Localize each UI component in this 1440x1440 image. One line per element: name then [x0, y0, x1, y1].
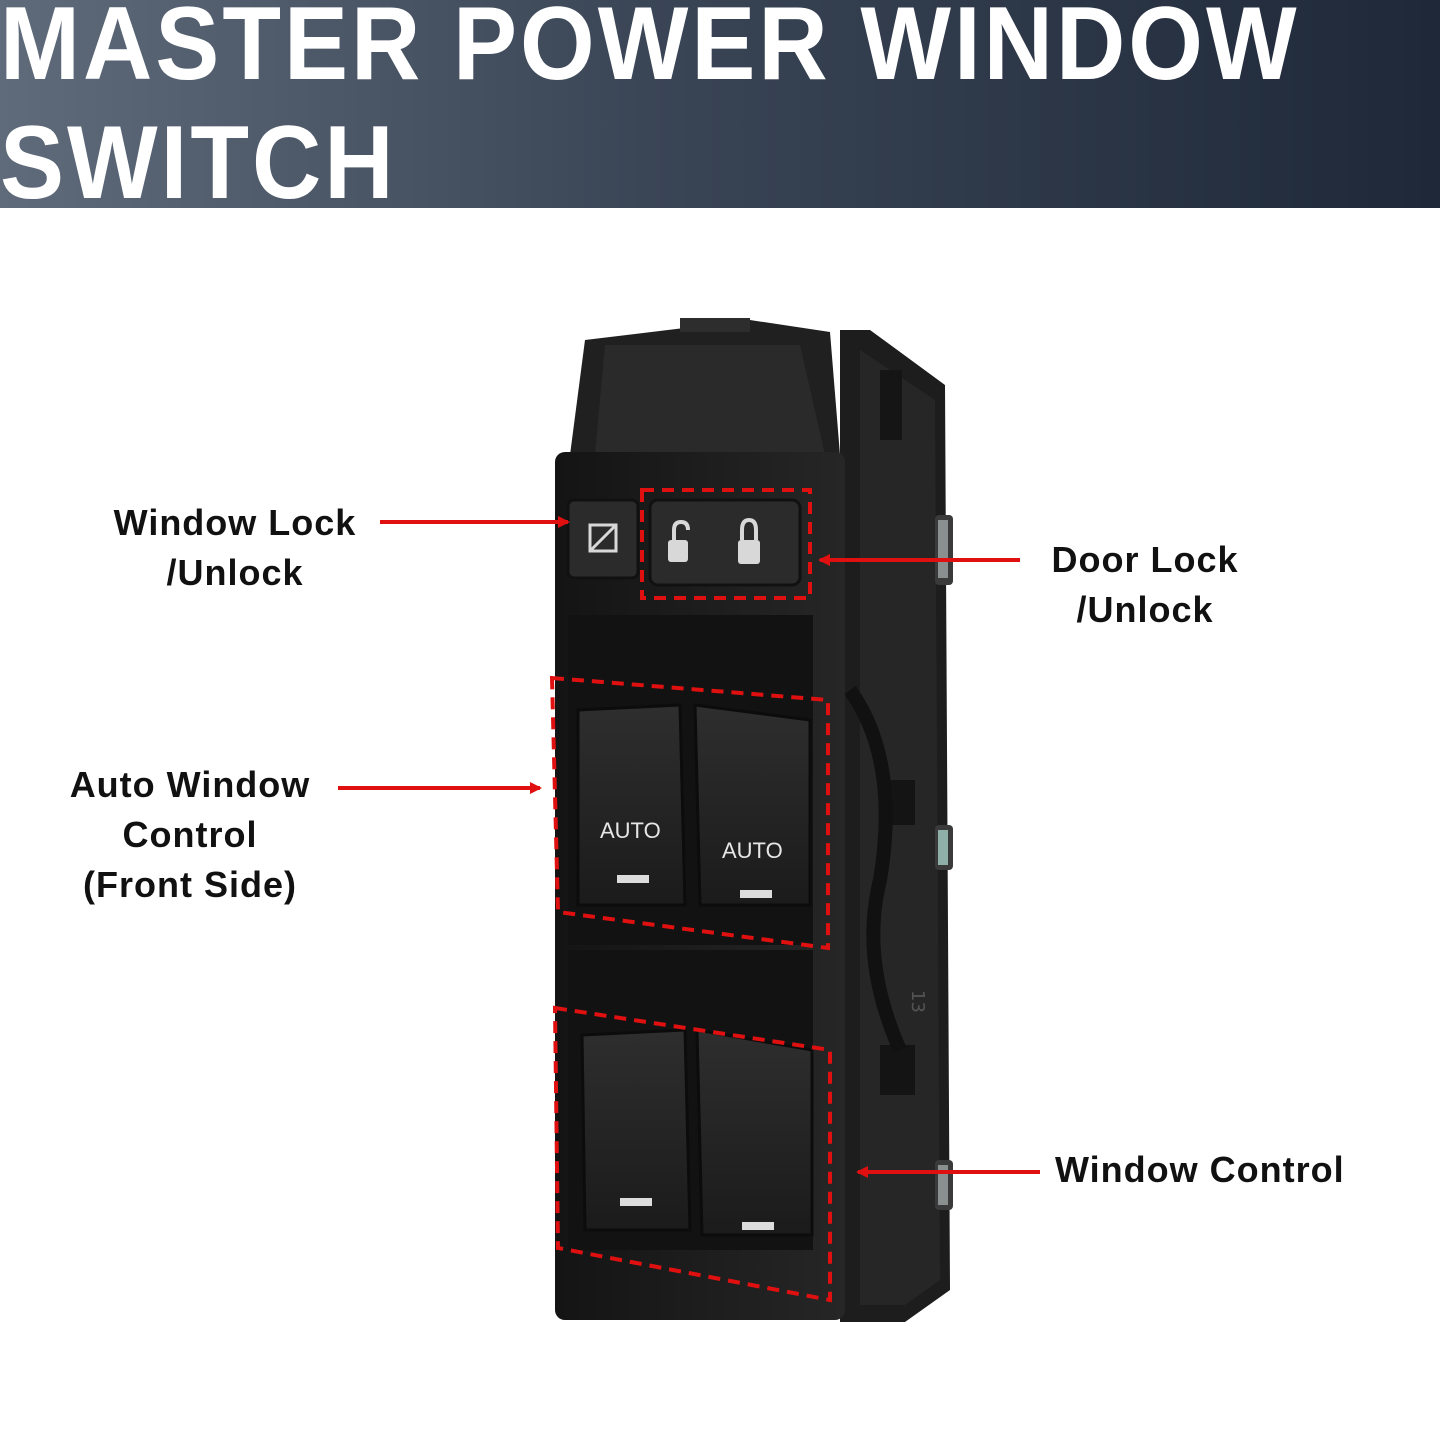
door-lock-button[interactable]	[648, 498, 802, 587]
unlock-icon	[668, 519, 690, 562]
door-lock-highlight	[640, 488, 812, 600]
housing-mark: 13	[907, 990, 928, 1013]
window-control-highlight	[552, 1005, 832, 1303]
window-lock-label: Window Lock /Unlock	[113, 502, 357, 593]
auto-window-switch-right[interactable]: AUTO	[693, 703, 812, 907]
auto-window-switch-left[interactable]: AUTO	[576, 703, 687, 907]
auto-label-right: AUTO	[722, 838, 783, 863]
window-control-switch-right[interactable]	[695, 1028, 814, 1237]
switch-side-housing: 13	[800, 330, 953, 1322]
auto-window-highlight	[549, 675, 830, 951]
window-control-label: Window Control	[1055, 1149, 1345, 1190]
switch-top-cap	[570, 318, 840, 455]
banner-title: MASTER POWER WINDOW SWITCH	[0, 0, 1300, 221]
window-control-switch-left[interactable]	[580, 1028, 692, 1232]
window-lock-icon	[588, 523, 618, 553]
auto-window-label: Auto Window Control (Front Side)	[69, 764, 311, 905]
window-lock-button[interactable]	[566, 498, 640, 580]
auto-label-left: AUTO	[600, 818, 661, 843]
lock-icon	[738, 517, 760, 564]
title-banner: MASTER POWER WINDOW SWITCH	[0, 0, 1440, 221]
door-lock-label: Door Lock /Unlock	[1051, 539, 1239, 630]
